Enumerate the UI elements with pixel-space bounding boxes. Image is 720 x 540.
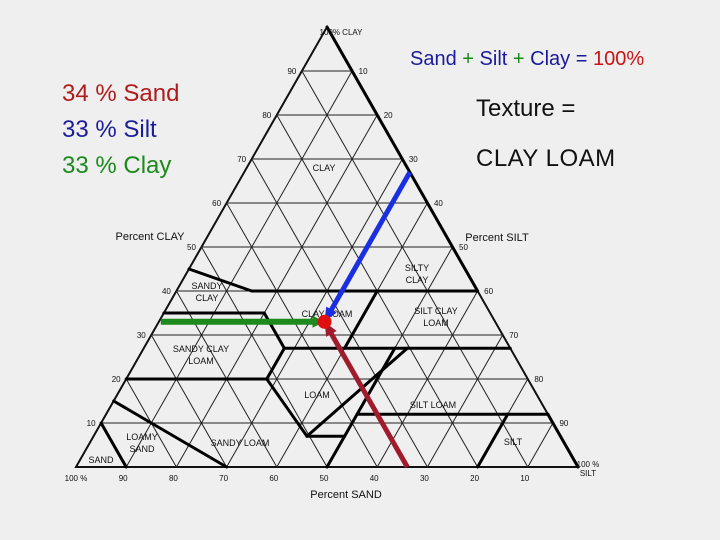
texture-label: Texture = xyxy=(476,95,576,122)
boundary-14 xyxy=(343,346,397,438)
clay-tick-50: 50 xyxy=(187,243,196,252)
clay-tick-60: 60 xyxy=(212,199,221,208)
region-label-loamy-sand-1: SAND xyxy=(129,444,155,454)
region-label-loam-0: LOAM xyxy=(304,390,330,400)
sand-tick-90: 90 xyxy=(119,474,128,483)
axis-clay-title: Percent CLAY xyxy=(116,231,186,243)
region-label-sandy-clay-loam-0: SANDY CLAY xyxy=(173,344,229,354)
boundary-6 xyxy=(262,311,286,350)
region-label-silt-loam-0: SILT LOAM xyxy=(410,400,456,410)
clay-tick-20: 20 xyxy=(112,375,121,384)
sand-percentage: 34 % Sand xyxy=(62,76,179,112)
sum-equation: Sand + Silt + Clay = 100% xyxy=(410,48,644,71)
sand-arrow-line xyxy=(327,329,410,469)
apex-label: 100% CLAY xyxy=(320,28,364,37)
clay-tick-10: 10 xyxy=(87,419,96,428)
grid-line-silt-10 xyxy=(125,70,353,468)
grid-line-sand-50 xyxy=(201,246,328,468)
silt-name: Silt xyxy=(123,116,157,143)
sand-tick-70: 70 xyxy=(219,474,228,483)
eq-clay: Clay xyxy=(530,48,571,70)
sand-tick-50: 50 xyxy=(320,474,329,483)
grid-line-silt-90 xyxy=(527,422,554,468)
sand-name: Sand xyxy=(123,80,180,107)
clay-tick-40: 40 xyxy=(162,287,171,296)
eq-silt: Silt xyxy=(479,48,508,70)
region-label-sandy-loam-0: SANDY LOAM xyxy=(211,438,270,448)
sand-value: 34 % xyxy=(62,80,117,107)
intersection-point xyxy=(317,314,332,329)
region-label-clay-0: CLAY xyxy=(313,163,336,173)
silt-arrow-line xyxy=(327,170,413,315)
clay-tick-70: 70 xyxy=(237,155,246,164)
silt-tick-20: 20 xyxy=(384,111,393,120)
silt-tick-40: 40 xyxy=(434,199,443,208)
clay-percentage: 33 % Clay xyxy=(62,148,171,184)
boundary-9 xyxy=(343,289,379,350)
clay-tick-90: 90 xyxy=(287,67,296,76)
corner-sand-label: 100 % xyxy=(65,474,88,483)
silt-tick-50: 50 xyxy=(459,243,468,252)
sand-tick-40: 40 xyxy=(370,474,379,483)
corner-silt-label-1: 100 % xyxy=(577,460,600,469)
silt-tick-30: 30 xyxy=(409,155,418,164)
silt-tick-70: 70 xyxy=(509,331,518,340)
boundary-0 xyxy=(325,25,442,227)
region-label-sand-0: SAND xyxy=(88,455,114,465)
silt-tick-80: 80 xyxy=(534,375,543,384)
eq-total: 100% xyxy=(592,48,645,70)
sand-tick-80: 80 xyxy=(169,474,178,483)
region-boundaries xyxy=(99,25,580,469)
corner-silt-label-2: SILT xyxy=(580,469,596,478)
silt-tick-90: 90 xyxy=(559,419,568,428)
clay-name: Clay xyxy=(123,152,172,179)
composition-arrows xyxy=(160,170,413,469)
sand-tick-30: 30 xyxy=(420,474,429,483)
silt-tick-10: 10 xyxy=(359,67,368,76)
region-label-silty-clay-loam-1: LOAM xyxy=(423,318,449,328)
region-label-silty-clay-0: SILTY xyxy=(405,263,429,273)
region-label-sandy-clay-loam-1: LOAM xyxy=(188,356,214,366)
grid-line-silt-60 xyxy=(376,290,479,468)
boundary-1 xyxy=(438,223,480,293)
eq-equals: = xyxy=(575,48,588,70)
clay-tick-30: 30 xyxy=(137,331,146,340)
clay-tick-80: 80 xyxy=(262,111,271,120)
eq-plus-2: + xyxy=(512,48,525,70)
axis-sand-title: Percent SAND xyxy=(310,489,382,501)
boundary-17 xyxy=(476,412,510,469)
region-label-silt-0: SILT xyxy=(504,437,523,447)
eq-sand: Sand xyxy=(410,48,457,70)
boundary-18 xyxy=(112,399,229,469)
boundary-20 xyxy=(325,434,347,469)
boundary-19 xyxy=(99,421,128,469)
boundary-4 xyxy=(187,267,254,293)
grid-line-silt-70 xyxy=(426,334,504,468)
grid-line-sand-10 xyxy=(301,70,529,468)
grid-line-sand-70 xyxy=(150,334,228,468)
region-label-silty-clay-loam-0: SILT CLAY xyxy=(414,306,458,316)
boundary-12 xyxy=(265,377,309,438)
boundary-16 xyxy=(546,412,580,469)
silt-percentage: 33 % Silt xyxy=(62,112,157,148)
sand-tick-20: 20 xyxy=(470,474,479,483)
clay-value: 33 % xyxy=(62,152,117,179)
sand-tick-10: 10 xyxy=(520,474,529,483)
region-label-sandy-clay-1: CLAY xyxy=(196,293,219,303)
silt-value: 33 % xyxy=(62,116,117,143)
silt-tick-60: 60 xyxy=(484,287,493,296)
region-label-sandy-clay-0: SANDY xyxy=(191,281,222,291)
sand-tick-60: 60 xyxy=(269,474,278,483)
boundary-11 xyxy=(265,346,286,381)
axis-silt-title: Percent SILT xyxy=(465,232,529,244)
region-label-silty-clay-1: CLAY xyxy=(406,275,429,285)
texture-value: CLAY LOAM xyxy=(476,145,616,172)
region-label-loamy-sand-0: LOAMY xyxy=(126,432,158,442)
eq-plus-1: + xyxy=(462,48,474,70)
grid-line-silt-30 xyxy=(226,158,403,468)
boundary-21 xyxy=(305,346,409,438)
